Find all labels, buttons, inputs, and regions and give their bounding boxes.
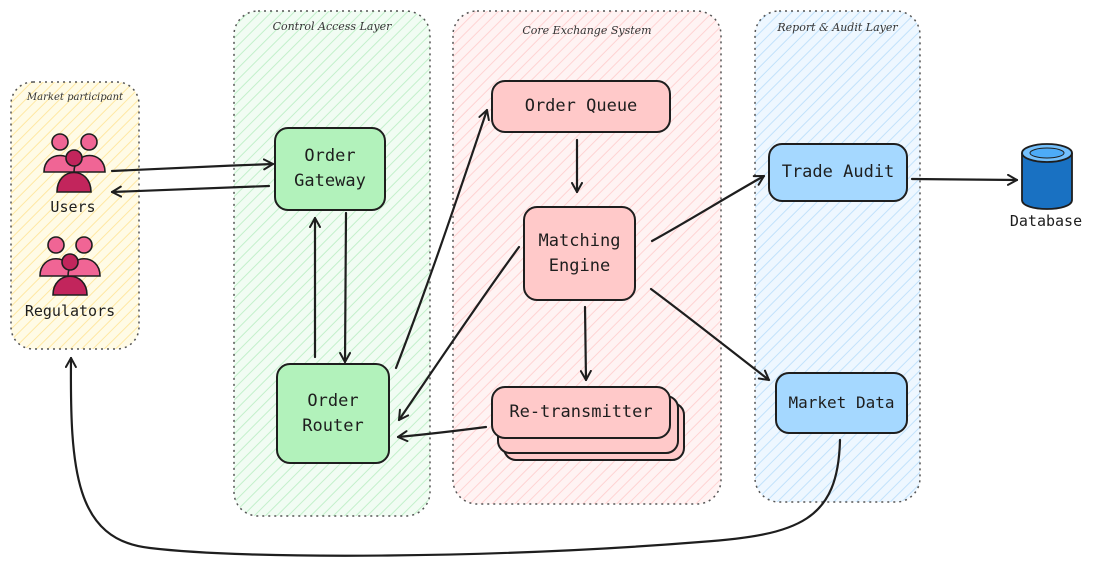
arrow-engine-to-market-data xyxy=(649,287,771,382)
group-title-report: Report & Audit Layer xyxy=(777,21,898,34)
group-title-core: Core Exchange System xyxy=(522,24,652,37)
arrow-market-data-to-participants xyxy=(64,356,842,557)
group-title-control: Control Access Layer xyxy=(272,20,392,33)
arrow-retransmitter-to-router xyxy=(396,425,488,443)
order-gateway-label: Order Gateway xyxy=(294,146,366,191)
arrow-trade-audit-to-database xyxy=(910,173,1019,186)
market-data-label: Market Data xyxy=(788,393,895,413)
arrow-gateway-to-users xyxy=(110,184,271,198)
order-router-label: Order Router xyxy=(302,390,364,436)
retransmitter-label: Re-transmitter xyxy=(509,402,653,423)
order-queue-label: Order Queue xyxy=(524,96,638,117)
arrow-gateway-to-router xyxy=(339,211,352,364)
market-data-node[interactable]: Market Data xyxy=(775,372,908,434)
database-icon xyxy=(1021,143,1073,210)
arrow-engine-to-router xyxy=(397,245,521,422)
arrow-users-to-gateway xyxy=(110,158,275,173)
database-label: Database xyxy=(1009,212,1083,230)
group-title-market: Market participant xyxy=(26,92,124,103)
matching-engine-label: Matching Engine xyxy=(538,230,621,276)
group-market-bg xyxy=(10,81,140,350)
regulators-icon xyxy=(39,236,101,296)
users-icon xyxy=(43,133,106,193)
users-label: Users xyxy=(50,198,96,216)
retransmitter-node[interactable]: Re-transmitter xyxy=(491,386,671,439)
trade-audit-label: Trade Audit xyxy=(781,162,895,183)
order-queue-node[interactable]: Order Queue xyxy=(491,80,671,133)
order-router-node[interactable]: Order Router xyxy=(276,363,390,464)
order-gateway-node[interactable]: Order Gateway xyxy=(274,127,386,211)
matching-engine-node[interactable]: Matching Engine xyxy=(523,206,636,301)
arrow-router-to-queue xyxy=(394,108,490,370)
trade-audit-node[interactable]: Trade Audit xyxy=(768,143,908,202)
arrow-engine-to-trade-audit xyxy=(650,174,766,243)
regulators-label: Regulators xyxy=(24,302,116,320)
arrow-engine-to-retransmitter xyxy=(579,305,592,382)
